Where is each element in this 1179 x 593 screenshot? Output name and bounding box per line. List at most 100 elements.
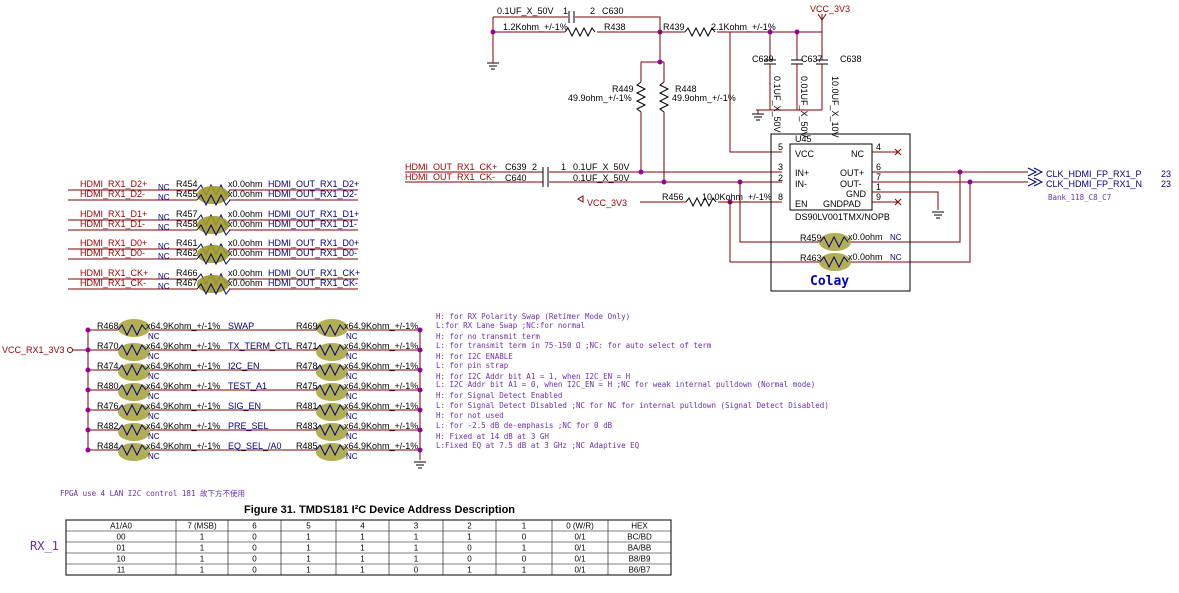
strap-signal-name: SWAP <box>228 321 254 331</box>
hdmi-res-value: x0.0ohm <box>228 248 263 258</box>
strap-right-ref: R478 <box>296 361 318 371</box>
c639-pin2: 2 <box>532 162 537 172</box>
strap-right-nc: NC <box>346 432 358 441</box>
rx-label: RX_1 <box>30 539 59 553</box>
table-cell: 1 <box>200 555 205 564</box>
vcc-top-label: VCC_3V3 <box>810 4 850 14</box>
hdmi-in-label: HDMI_RX1_D1- <box>80 219 145 229</box>
table-header-cell: 7 (MSB) <box>187 522 217 531</box>
note-line: H: for not used <box>436 411 504 420</box>
hdmi-out-label: HDMI_OUT_RX1_D2- <box>268 189 357 199</box>
strap-right-ref: R475 <box>296 381 318 391</box>
hdmi-res-ref: R462 <box>176 248 198 258</box>
hdmi-res-ref: R458 <box>176 219 198 229</box>
strap-left-value: x64.9Kohm_+/-1% <box>146 361 220 371</box>
output-n: CLK_HDMI_FP_RX1_N <box>1046 179 1142 189</box>
pin-right-3-num: 7 <box>876 172 881 182</box>
r449-value: 49.9ohm_+/-1% <box>568 93 632 103</box>
ic-u45: U45 DS90LV001TMX/NOPB Colay 5 VCC 3 IN+ … <box>770 133 1028 292</box>
strap-signal-name: I2C_EN <box>228 361 260 371</box>
strap-right-nc: NC <box>346 352 358 361</box>
top-divider-network: 0.1UF_X_50V 1 2 C630 1.2Kohm_+/-1% R438 … <box>487 4 862 182</box>
output-p-page: 23 <box>1161 169 1171 179</box>
table-header-cell: 5 <box>306 522 311 531</box>
pin-right-1-name: NC <box>851 149 864 159</box>
table-cell: 1 <box>522 544 527 553</box>
table-header-cell: 4 <box>360 522 365 531</box>
note-line: H: for I2C Addr bit A1 = 1, when I2C_EN … <box>436 372 631 381</box>
table-header-cell: HEX <box>631 522 648 531</box>
hdmi-nc: NC <box>158 213 170 222</box>
strap-signal-name: SIG_EN <box>228 401 261 411</box>
hdmi-out-label: HDMI_OUT_RX1_CK- <box>268 278 358 288</box>
table-cell: 11 <box>117 566 126 575</box>
strap-right-nc: NC <box>346 392 358 401</box>
strap-right-nc: NC <box>346 452 358 461</box>
note-line: H: for Signal Detect Enabled <box>436 391 562 400</box>
table-header-cell: 3 <box>414 522 419 531</box>
strap-left-value: x64.9Kohm_+/-1% <box>146 421 220 431</box>
output-ports: CLK_HDMI_FP_RX1_P CLK_HDMI_FP_RX1_N 23 2… <box>1027 167 1171 202</box>
table-cell: 0/1 <box>574 555 586 564</box>
hdmi-in-label: HDMI_RX1_CK+ <box>80 268 148 278</box>
strap-right-nc: NC <box>346 412 358 421</box>
decoupling-caps: C639 C637 C638 0.1UF_X_50V 0.01UF_X_50V … <box>752 54 862 138</box>
hdmi-res-ref: R461 <box>176 238 198 248</box>
r448-ref: R448 <box>675 84 697 94</box>
cap-3-value: 10.0UF_X_10V <box>830 76 840 138</box>
strap-right-ref: R485 <box>296 441 318 451</box>
hdmi-res-ref: R454 <box>176 179 198 189</box>
table-cell: 0 <box>522 555 527 564</box>
pin-right-5-name: GNDPAD <box>823 199 861 209</box>
c640-value: 0.1UF_X_50V <box>573 173 630 183</box>
input-ck-p: HDMI_OUT_RX1_CK+ <box>405 162 497 172</box>
table-cell: 1 <box>306 566 311 575</box>
table-header-cell: 1 <box>522 522 527 531</box>
hdmi-res-value: x0.0ohm <box>228 238 263 248</box>
table-cell: 1 <box>414 544 419 553</box>
strap-left-ref: R470 <box>97 341 119 351</box>
hdmi-out-label: HDMI_OUT_RX1_CK+ <box>268 268 360 278</box>
hdmi-res-value: x0.0ohm <box>228 189 263 199</box>
c630-pin2: 2 <box>590 6 595 16</box>
table-header-cell: 6 <box>252 522 257 531</box>
strap-right-value: x64.9Kohm_+/-1% <box>344 381 418 391</box>
strap-right-nc: NC <box>346 332 358 341</box>
pin-left-2-num: 3 <box>778 162 783 172</box>
table-cell: B6/B7 <box>629 566 651 575</box>
strap-left-nc: NC <box>148 452 160 461</box>
ic-body <box>789 143 873 211</box>
strap-left-nc: NC <box>148 412 160 421</box>
table-cell: 0 <box>252 555 257 564</box>
r439-value: 2.1Kohm_+/-1% <box>711 22 776 32</box>
r459-ref: R459 <box>800 233 822 243</box>
table-cell: 1 <box>414 533 419 542</box>
ic-outline <box>770 133 911 292</box>
strap-signal-name: EQ_SEL_/A0 <box>228 441 282 451</box>
strap-left-ref: R480 <box>97 381 119 391</box>
table-cell: 1 <box>414 555 419 564</box>
note-line: L: for Signal Detect Disabled ;NC for NC… <box>436 401 829 410</box>
hdmi-nc: NC <box>158 183 170 192</box>
pin-left-4-num: 8 <box>778 192 783 202</box>
table-cell: 1 <box>306 544 311 553</box>
pin-left-1-name: VCC <box>795 149 815 159</box>
pin-right-3-name: OUT- <box>840 179 862 189</box>
strap-right-ref: R469 <box>296 321 318 331</box>
hdmi-res-value: x0.0ohm <box>228 268 263 278</box>
cap-3-ref: C638 <box>840 54 862 64</box>
output-bank: Bank_118_C8_C7 <box>1048 193 1111 202</box>
table-cell: 0 <box>252 544 257 553</box>
strap-left-ref: R468 <box>97 321 119 331</box>
hdmi-res-value: x0.0ohm <box>228 179 263 189</box>
strap-right-value: x64.9Kohm_+/-1% <box>344 341 418 351</box>
strap-left-ref: R474 <box>97 361 119 371</box>
